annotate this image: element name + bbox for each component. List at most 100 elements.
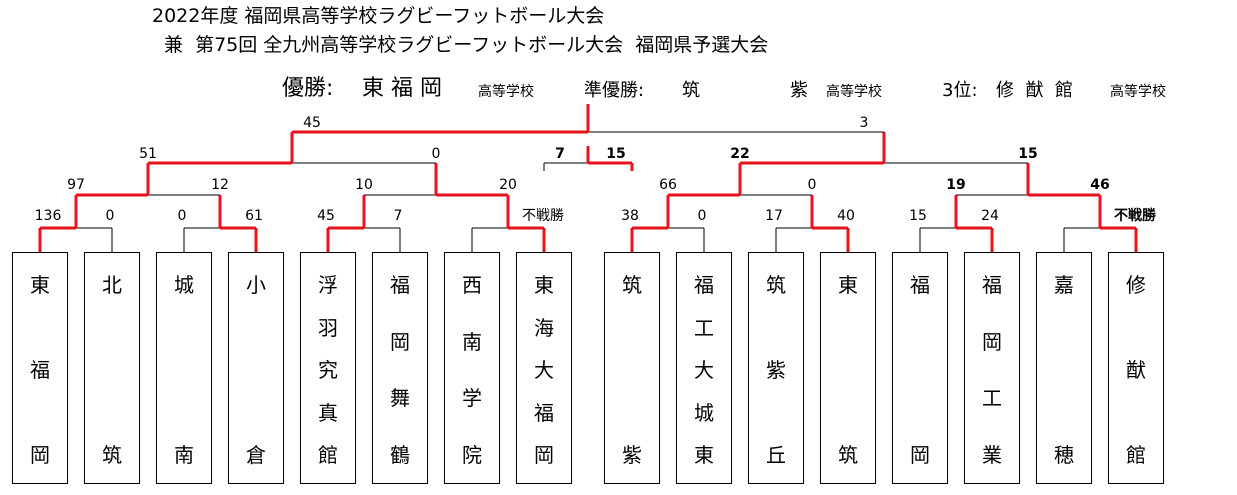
runner-up-label: 準優勝: — [584, 80, 645, 101]
score-label: 0 — [105, 208, 115, 224]
score-label: 19 — [946, 177, 966, 193]
team-name-char: 猷 — [1126, 358, 1146, 382]
score-label: 20 — [499, 177, 517, 193]
team-name: 福岡工業 — [965, 273, 1019, 467]
score-label: 17 — [765, 208, 783, 224]
team-name-char: 南 — [174, 443, 194, 467]
team-name-char: 福 — [390, 273, 410, 297]
team-name: 修猷館 — [1109, 273, 1163, 467]
team-name-char: 羽 — [318, 315, 338, 340]
team-name-char: 東 — [838, 273, 858, 297]
third-place-suffix: 高等学校 — [1110, 84, 1166, 100]
score-label: 12 — [211, 177, 229, 193]
team-name-char: 学 — [462, 386, 482, 411]
score-label: 46 — [1090, 177, 1110, 193]
team-box: 福岡舞鶴 — [372, 252, 428, 484]
score-label: 15 — [606, 146, 626, 162]
team-box: 東福岡 — [12, 252, 68, 484]
team-name-char: 筑 — [766, 273, 786, 297]
team-name-char: 鶴 — [390, 442, 410, 467]
score-label: 24 — [981, 208, 999, 224]
team-name-char: 岡 — [30, 443, 50, 467]
team-box: 修猷館 — [1108, 252, 1164, 484]
team-name: 西南学院 — [445, 273, 499, 467]
team-name-char: 穂 — [1054, 443, 1074, 467]
team-box: 北筑 — [84, 252, 140, 484]
team-name-char: 岡 — [910, 443, 930, 467]
score-label: 不戦勝 — [1114, 208, 1156, 224]
team-name-char: 岡 — [534, 443, 554, 467]
team-name-char: 工 — [982, 386, 1002, 411]
runner-up-name-2: 紫 — [790, 80, 808, 101]
team-box: 福岡工業 — [964, 252, 1020, 484]
team-name-char: 北 — [102, 273, 122, 297]
team-name-char: 海 — [534, 315, 554, 340]
score-label: 51 — [139, 146, 157, 162]
score-label: 38 — [621, 208, 639, 224]
score-label: 15 — [909, 208, 927, 224]
score-label: 3 — [859, 115, 869, 131]
team-name-char: 大 — [534, 358, 554, 382]
winner-suffix: 高等学校 — [478, 84, 534, 100]
team-name-char: 大 — [694, 358, 714, 382]
team-name: 東海大福岡 — [517, 273, 571, 467]
team-name-char: 紫 — [622, 443, 642, 467]
team-name-char: 東 — [30, 273, 50, 297]
team-name: 筑紫 — [605, 273, 659, 467]
score-label: 136 — [34, 208, 62, 224]
team-box: 筑紫 — [604, 252, 660, 484]
team-box: 西南学院 — [444, 252, 500, 484]
team-name-char: 筑 — [102, 443, 122, 467]
third-place-label: 3位: — [942, 80, 978, 101]
team-name-char: 岡 — [390, 329, 410, 354]
team-name-char: 東 — [694, 443, 714, 467]
team-name-char: 南 — [462, 329, 482, 354]
team-name-char: 小 — [246, 273, 266, 297]
team-name-char: 究 — [318, 358, 338, 382]
team-box: 福岡 — [892, 252, 948, 484]
team-name-char: 浮 — [318, 273, 338, 297]
score-label: 45 — [303, 115, 321, 131]
team-name-char: 業 — [982, 442, 1002, 467]
team-name-char: 嘉 — [1054, 273, 1074, 297]
team-name-char: 倉 — [246, 443, 266, 467]
team-name: 福工大城東 — [677, 273, 731, 467]
score-label: 66 — [659, 177, 677, 193]
score-label: 0 — [807, 177, 817, 193]
team-name-char: 工 — [694, 315, 714, 340]
third-place-name: 修 猷 館 — [996, 80, 1073, 101]
runner-up-name-1: 筑 — [682, 80, 700, 101]
team-name: 北筑 — [85, 273, 139, 467]
team-name-char: 福 — [534, 400, 554, 425]
team-name-char: 筑 — [622, 273, 642, 297]
team-name-char: 岡 — [982, 329, 1002, 354]
score-label: 40 — [837, 208, 855, 224]
score-label: 10 — [355, 177, 373, 193]
team-name-char: 城 — [694, 400, 714, 425]
team-name-char: 西 — [462, 273, 482, 297]
tournament-subtitle: 兼 第75回 全九州高等学校ラグビーフットボール大会 福岡県予選大会 — [164, 34, 769, 56]
score-label: 97 — [67, 177, 85, 193]
team-box: 福工大城東 — [676, 252, 732, 484]
score-label: 0 — [177, 208, 187, 224]
score-label: 22 — [730, 146, 750, 162]
winner-label: 優勝: — [282, 76, 334, 101]
team-name: 浮羽究真館 — [301, 273, 355, 467]
team-name: 東筑 — [821, 273, 875, 467]
score-label: 0 — [431, 146, 441, 162]
team-name-char: 院 — [462, 442, 482, 467]
winner-name: 東 福 岡 — [362, 76, 442, 101]
team-name-char: 館 — [318, 443, 338, 467]
score-label: 61 — [245, 208, 263, 224]
team-name: 東福岡 — [13, 273, 67, 467]
team-box: 浮羽究真館 — [300, 252, 356, 484]
team-box: 小倉 — [228, 252, 284, 484]
score-label: 7 — [393, 208, 403, 224]
team-name-char: 丘 — [766, 443, 786, 467]
team-name: 福岡 — [893, 273, 947, 467]
team-box: 東筑 — [820, 252, 876, 484]
team-box: 東海大福岡 — [516, 252, 572, 484]
team-name-char: 東 — [534, 273, 554, 297]
team-name-char: 福 — [694, 273, 714, 297]
